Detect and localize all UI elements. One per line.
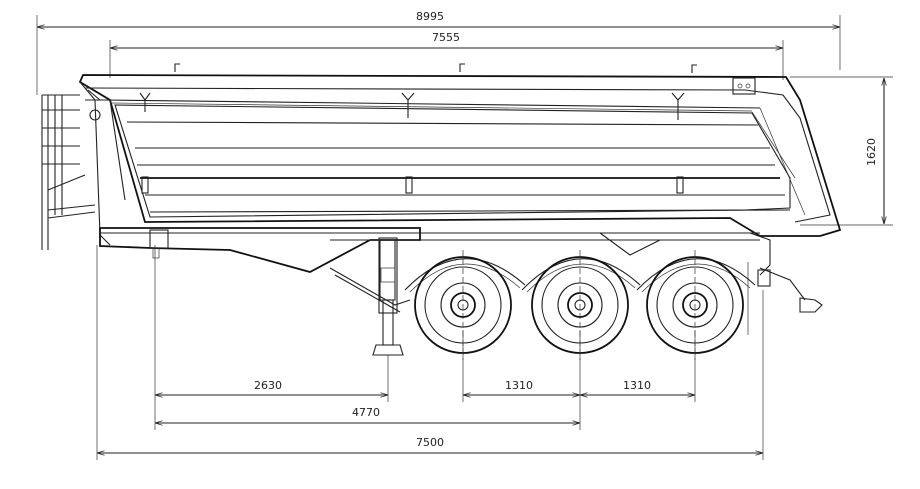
body-height-label: 1620 [865, 138, 878, 166]
dimension-body-length: 7555 [109, 31, 784, 80]
dimension-overall-length: 8995 [36, 10, 841, 95]
axle-centerlines [462, 250, 696, 360]
dimension-kingpin-to-axle: 4770 [155, 330, 581, 430]
landing-leg [372, 237, 404, 356]
dimension-frame-length: 7500 [96, 245, 764, 460]
kingpin-to-axle-label: 4770 [352, 406, 380, 419]
dimension-kingpin-to-leg: 2630 [154, 245, 389, 430]
overall-length-label: 8995 [416, 10, 444, 23]
dimension-body-height: 1620 [790, 76, 893, 226]
kingpin-to-leg-label: 2630 [254, 379, 282, 392]
front-ladder [41, 81, 126, 250]
dimension-axle-spacing: 1310 1310 [462, 330, 696, 402]
axle-spacing-1-label: 1310 [505, 379, 533, 392]
rear-coupling [747, 262, 823, 335]
body-length-label: 7555 [432, 31, 460, 44]
chassis-frame [99, 227, 771, 313]
axle-spacing-2-label: 1310 [623, 379, 651, 392]
frame-length-label: 7500 [416, 436, 444, 449]
tipper-body [78, 63, 842, 237]
